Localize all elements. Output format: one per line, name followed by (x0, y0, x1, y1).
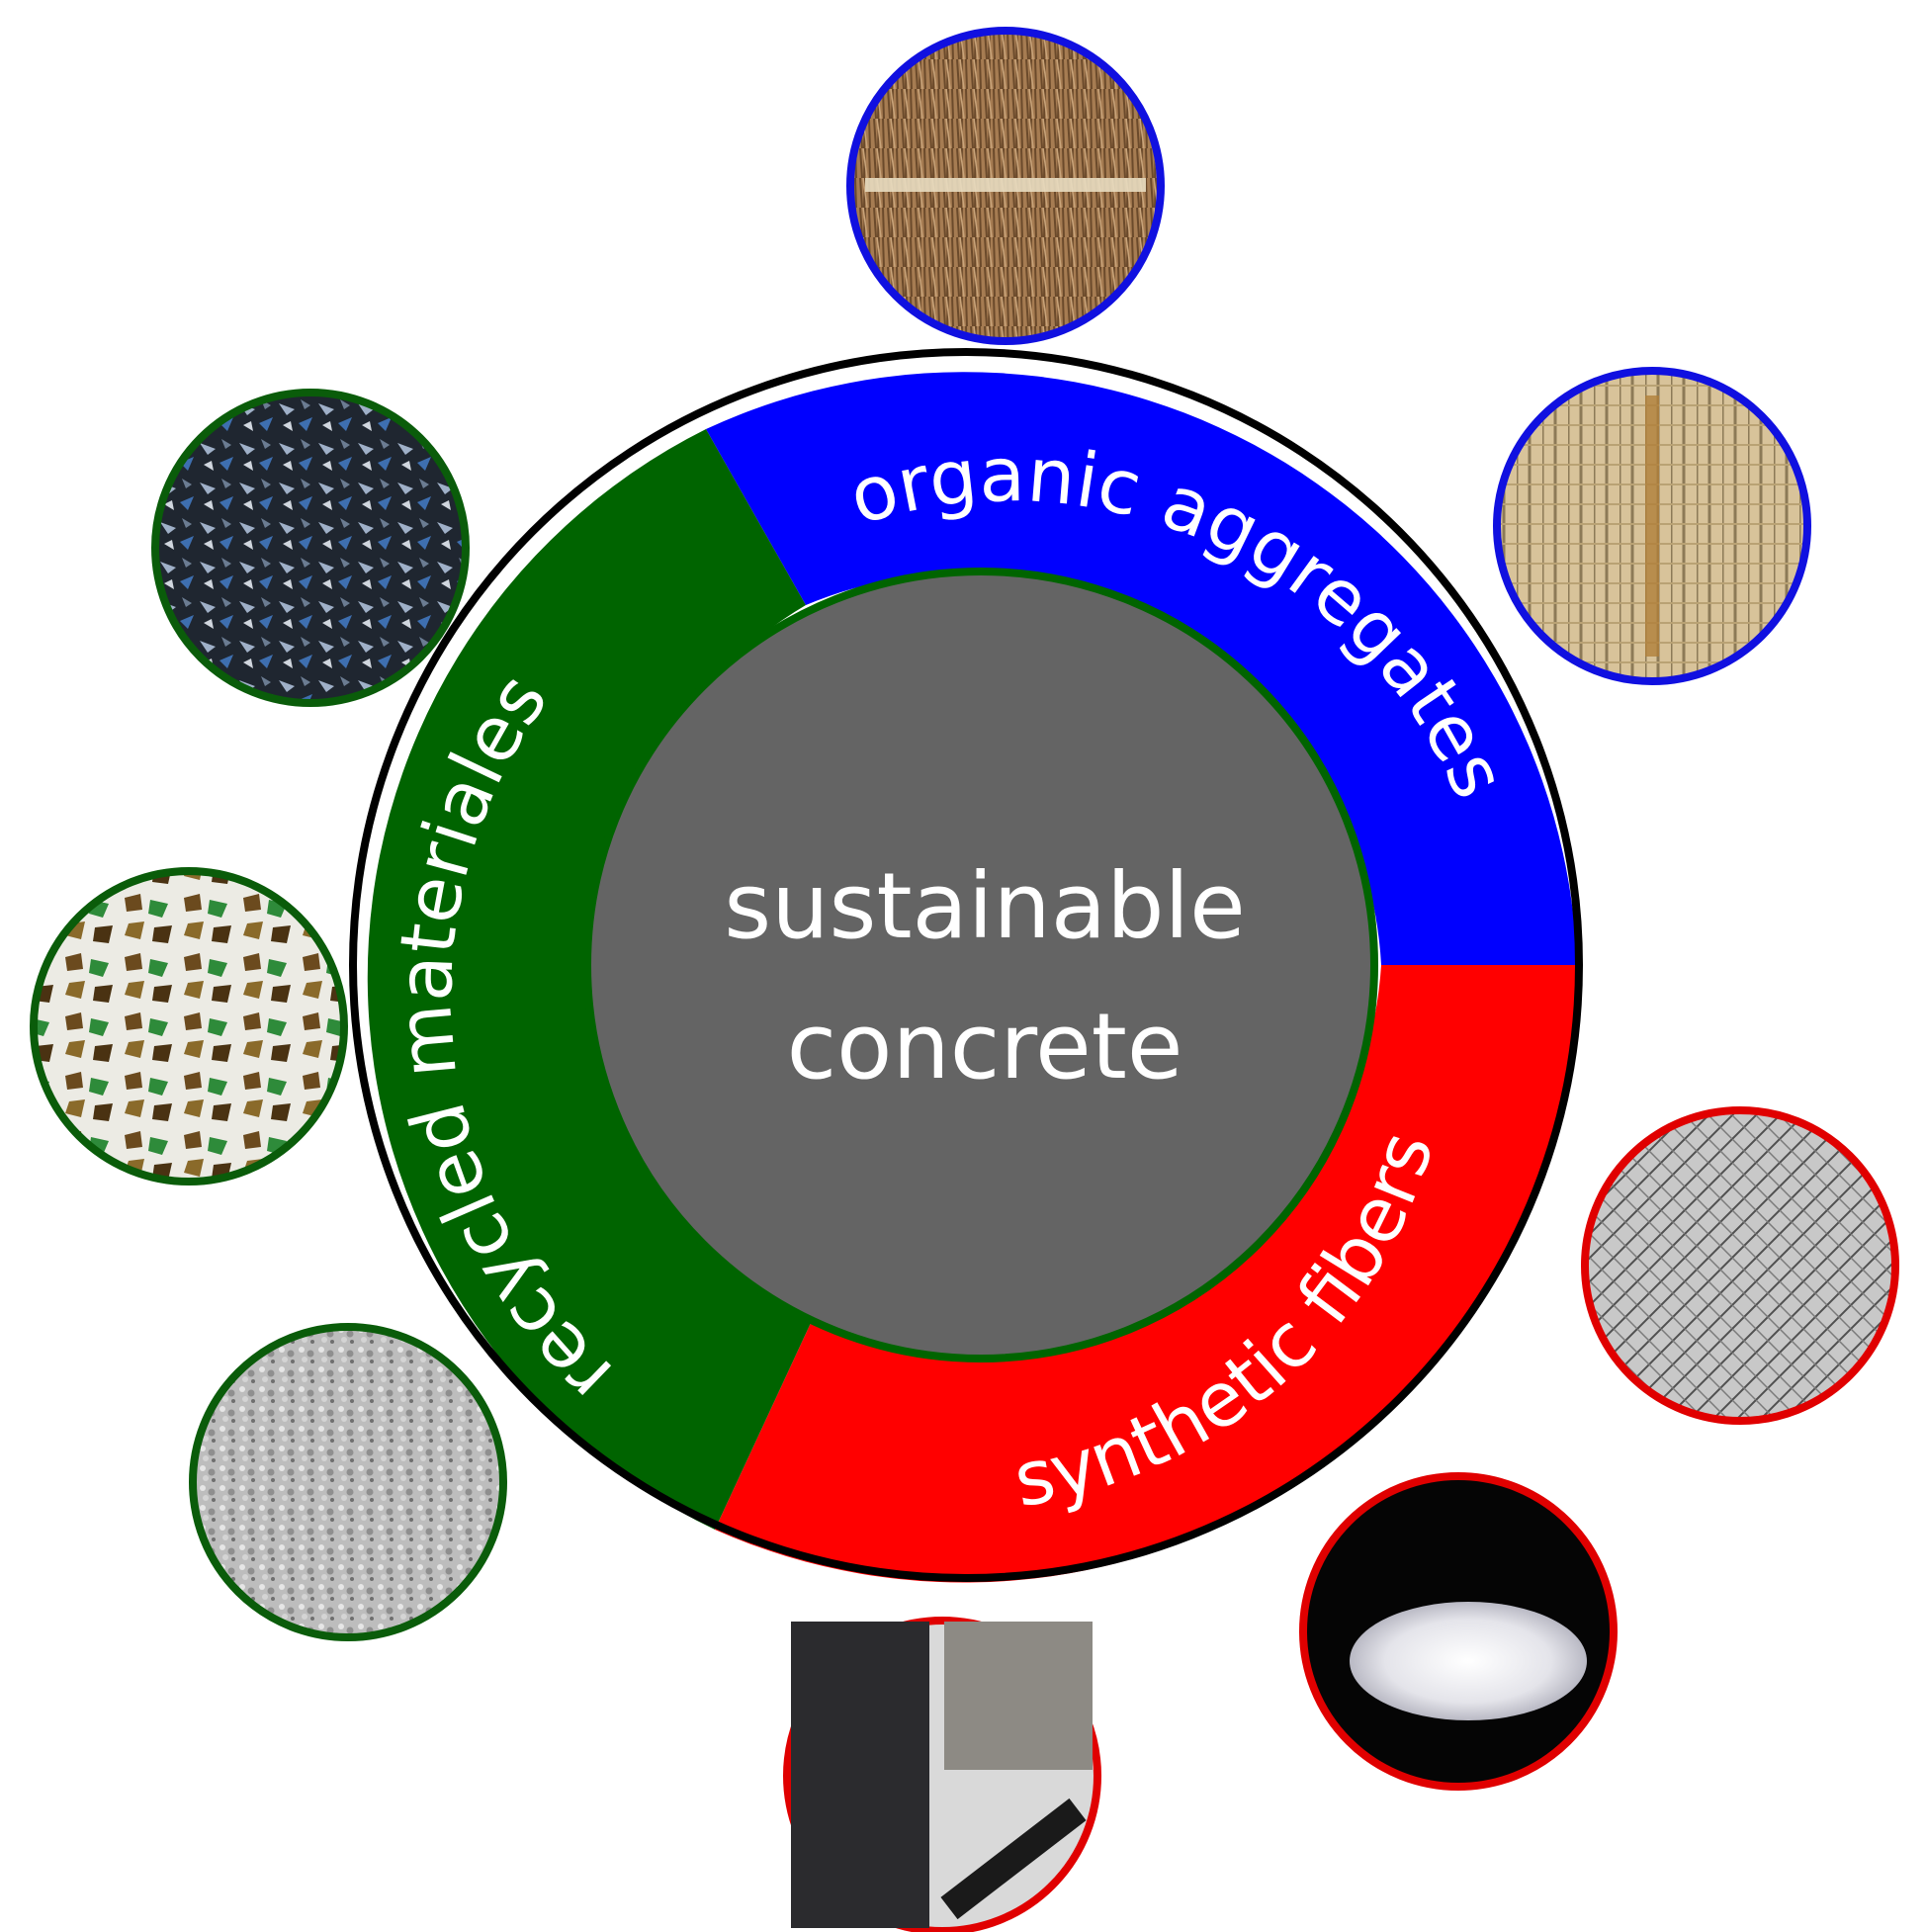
crushed-aggregate-photo (189, 1323, 507, 1641)
bamboo-mats-photo (1493, 367, 1811, 685)
ring-outline (349, 348, 1583, 1582)
center-title-line2: concrete (787, 994, 1183, 1099)
segment-organic-aggregates (706, 372, 1577, 965)
segment-synthetic-fibers (715, 965, 1578, 1583)
coconut-fiber-bundle-photo (846, 27, 1165, 345)
plastic-scrap-photo (151, 389, 470, 707)
crushed-glass-photo (30, 867, 348, 1186)
white-fiber-pile-photo (1299, 1472, 1618, 1791)
steel-fibers-photo (1581, 1106, 1899, 1425)
center-disc (583, 568, 1378, 1362)
frp-column-rebar-photo (783, 1617, 1101, 1932)
center-title-line1: sustainable (724, 853, 1245, 959)
